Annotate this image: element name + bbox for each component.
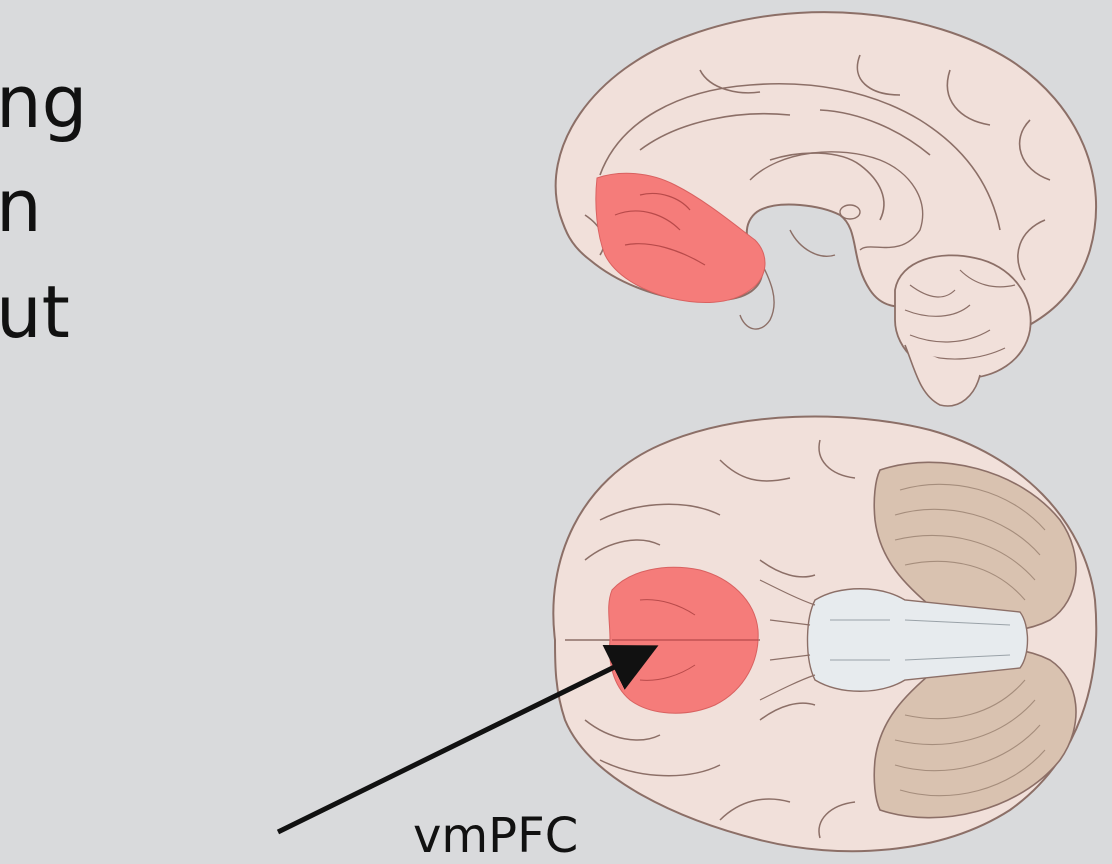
sagittal-brain-view (556, 12, 1096, 406)
vmpfc-label: vmPFC (413, 812, 578, 860)
ventral-brain-view (553, 416, 1096, 851)
